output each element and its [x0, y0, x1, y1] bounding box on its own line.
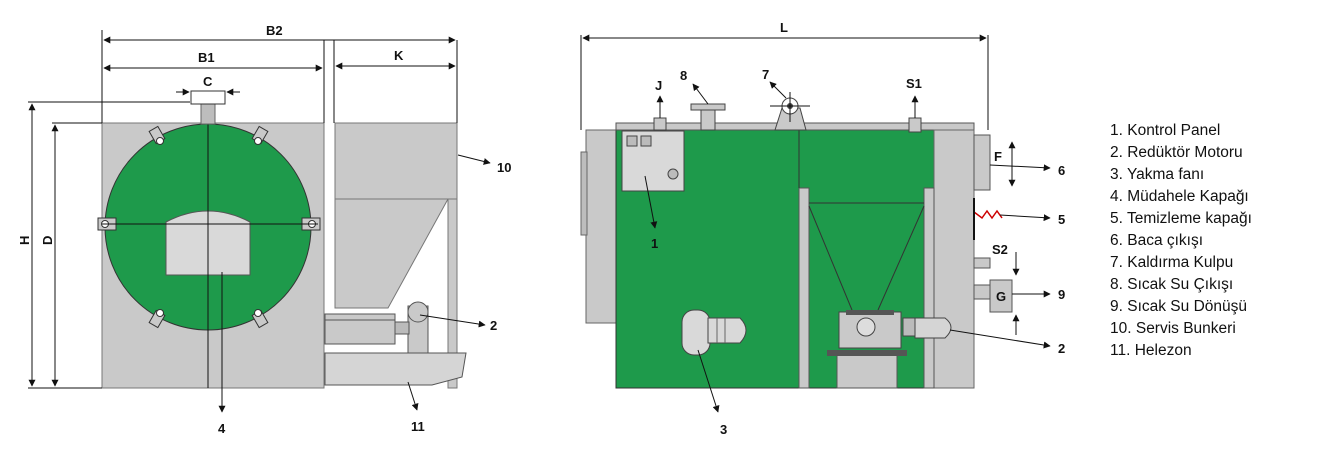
dim-h: H: [17, 236, 32, 245]
side-door-panel: [585, 129, 617, 324]
callout-front-2: 2: [490, 318, 497, 333]
callout-side-6: 6: [1058, 163, 1065, 178]
hopper-leg: [447, 198, 458, 389]
legend-item: 6. Baca çıkışı: [1110, 232, 1204, 249]
base-tray: [324, 352, 467, 386]
dim-j: J: [655, 78, 662, 93]
legend-item: 11. Helezon: [1110, 342, 1192, 359]
reducer-motor: [902, 317, 916, 337]
callout-side-5: 5: [1058, 212, 1065, 227]
legend-item: 9. Sıcak Su Dönüşü: [1110, 298, 1247, 315]
callout-side-1: 1: [651, 236, 658, 251]
callout-front-4: 4: [218, 421, 226, 436]
front-flue-stub: [200, 103, 216, 125]
legend-item: 5. Temizleme kapağı: [1110, 210, 1252, 227]
dim-b1: B1: [198, 50, 215, 65]
dim-k: K: [394, 48, 404, 63]
hot-water-outlet: [700, 109, 716, 131]
callout-side-7: 7: [762, 67, 769, 82]
parts-legend: 1. Kontrol Panel 2. Redüktör Motoru 3. Y…: [1110, 120, 1252, 362]
dim-s1: S1: [906, 76, 922, 91]
callout-side-3: 3: [720, 422, 727, 437]
combustion-fan: [681, 309, 711, 356]
callout-front-10: 10: [497, 160, 511, 175]
dim-b2: B2: [266, 23, 283, 38]
flue-outlet: [973, 134, 991, 191]
legend-item: 8. Sıcak Su Çıkışı: [1110, 276, 1234, 293]
dim-d: D: [40, 236, 55, 245]
legend-item: 3. Yakma fanı: [1110, 166, 1205, 183]
legend-item: 2. Redüktör Motoru: [1110, 144, 1243, 161]
callout-side-8: 8: [680, 68, 687, 83]
internal-wall: [798, 187, 810, 389]
side-rear-section: [933, 129, 975, 389]
callout-side-9: 9: [1058, 287, 1065, 302]
dim-s2: S2: [992, 242, 1008, 257]
legend-item: 10. Servis Bunkeri: [1110, 320, 1236, 337]
auger-tube: [324, 313, 396, 345]
front-view: B2 B1 K C H D 10 2 4 11: [17, 23, 511, 436]
legend-item: 4. Müdahele Kapağı: [1110, 188, 1249, 205]
dim-l: L: [780, 20, 788, 35]
legend-item: 7. Kaldırma Kulpu: [1110, 254, 1234, 271]
side-view: L J 8 7 S1 1 3 F 6 5 S2 G 9: [580, 20, 1065, 437]
callout-side-2: 2: [1058, 341, 1065, 356]
hopper-funnel: [334, 198, 449, 309]
hopper-body: [334, 122, 458, 200]
callout-front-11: 11: [411, 419, 425, 434]
dim-c: C: [203, 74, 213, 89]
dim-f: F: [994, 149, 1002, 164]
legend-item: 1. Kontrol Panel: [1110, 122, 1221, 139]
dim-g: G: [996, 289, 1006, 304]
